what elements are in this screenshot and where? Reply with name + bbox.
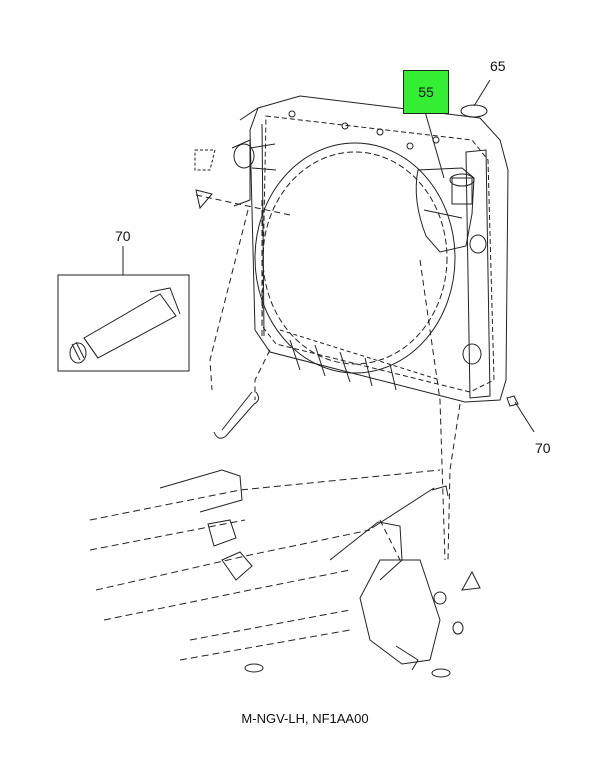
diagram-caption: M-NGV-LH, NF1AA00 xyxy=(241,711,369,726)
lower-link xyxy=(213,391,260,439)
reference-flag-upper xyxy=(194,149,216,171)
sealant-tube-box xyxy=(57,274,190,372)
radiator-assembly xyxy=(231,95,509,403)
leader-70-bolt xyxy=(514,401,535,433)
mounting-guide-lines xyxy=(195,194,461,561)
reference-flag-lower xyxy=(461,570,481,591)
mount-foot-right xyxy=(431,668,451,678)
callout-55-label: 55 xyxy=(418,84,434,100)
coolant-reservoir xyxy=(415,167,475,253)
chassis-frame xyxy=(89,469,441,661)
mount-foot-left xyxy=(244,663,264,673)
lower-brackets xyxy=(159,469,464,671)
callout-70-bolt-label: 70 xyxy=(535,440,551,456)
mounting-bolt xyxy=(506,395,519,407)
reference-flag-mid xyxy=(195,189,213,210)
leader-55 xyxy=(423,107,445,179)
callout-65-label: 65 xyxy=(490,58,506,74)
leader-65 xyxy=(473,79,491,107)
callout-55-highlight: 55 xyxy=(403,70,449,114)
reservoir-cap xyxy=(460,104,488,118)
callout-70-tube-label: 70 xyxy=(115,228,131,244)
sealant-tube xyxy=(69,287,181,364)
